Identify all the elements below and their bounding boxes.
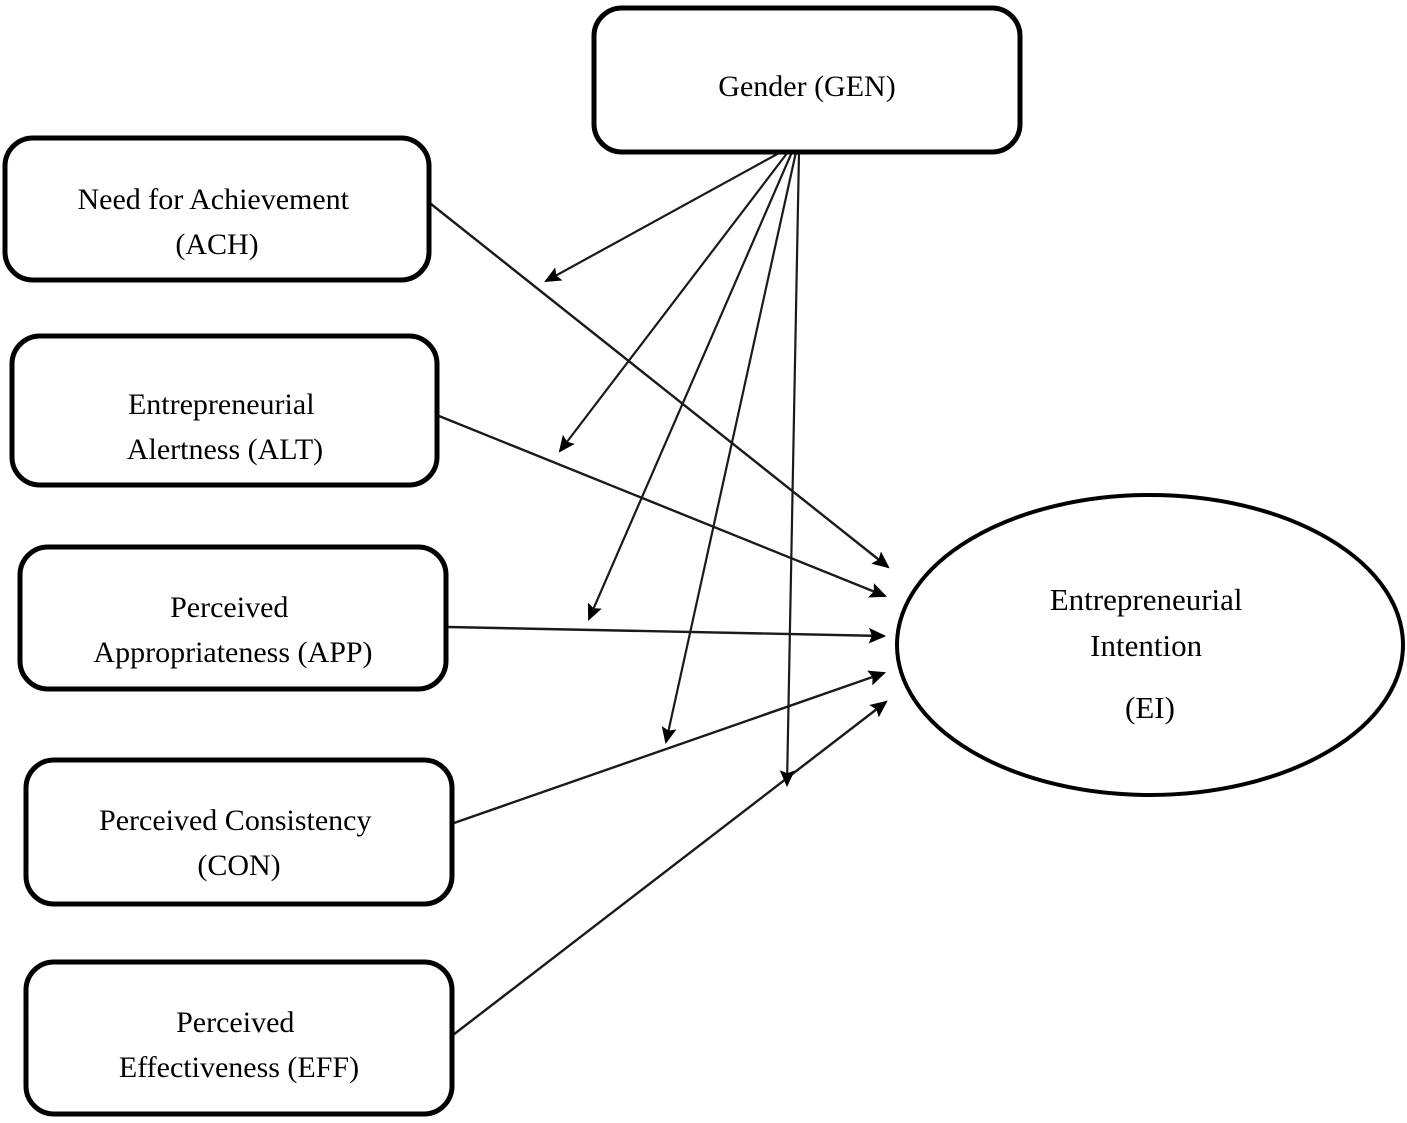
direct-effect-edges — [430, 203, 890, 1036]
node-eff-label-line1: Perceived — [176, 1006, 294, 1039]
node-app-label-line2: Appropriateness (APP) — [93, 636, 372, 669]
node-ach-box[interactable] — [2, 135, 432, 283]
node-ei-label-line3: (EI) — [1125, 690, 1175, 725]
edge-ach-to-ei — [430, 203, 890, 569]
node-eff-box[interactable] — [23, 959, 455, 1117]
node-eff-label: Perceived Effectiveness (EFF) — [119, 1006, 359, 1084]
node-con-label-line1: Perceived Consistency — [99, 804, 371, 837]
node-eff-label-line2: Effectiveness (EFF) — [119, 1051, 359, 1084]
node-con-label-line2: (CON) — [197, 849, 280, 882]
edge-app-to-ei — [447, 625, 887, 644]
node-app-box[interactable] — [17, 544, 449, 692]
node-alt-label-line2: Alertness (ALT) — [127, 433, 323, 466]
edge-eff-to-ei — [452, 700, 888, 1036]
node-ei-label: Entrepreneurial Intention (EI) — [1050, 582, 1251, 725]
edge-gen-to-ach-ei-path — [544, 151, 782, 283]
node-ach-label-line1: Need for Achievement — [77, 183, 349, 216]
node-ach-label-line2: (ACH) — [175, 228, 258, 261]
node-app[interactable]: Perceived Appropriateness (APP) — [17, 544, 449, 692]
moderating-effect-edges — [544, 151, 801, 788]
node-alt-box[interactable] — [9, 333, 440, 488]
node-alt-label: Entrepreneurial Alertness (ALT) — [127, 388, 323, 466]
node-alt[interactable]: Entrepreneurial Alertness (ALT) — [9, 333, 440, 488]
node-ach[interactable]: Need for Achievement (ACH) — [2, 135, 432, 283]
node-app-label-line1: Perceived — [170, 591, 288, 624]
edge-con-to-ei — [453, 670, 887, 825]
edge-alt-to-ei — [438, 414, 888, 598]
node-gender-label: Gender (GEN) — [718, 70, 895, 103]
edge-gen-to-con-ei-path — [661, 151, 798, 745]
node-app-label: Perceived Appropriateness (APP) — [93, 591, 372, 669]
node-alt-label-line1: Entrepreneurial — [128, 388, 315, 421]
node-con[interactable]: Perceived Consistency (CON) — [23, 757, 455, 907]
edge-gen-to-eff-ei-path — [779, 151, 801, 788]
node-ach-label: Need for Achievement (ACH) — [77, 183, 356, 261]
edge-gen-to-app-ei-path — [587, 151, 794, 621]
node-ei-ellipse[interactable] — [895, 493, 1405, 797]
node-eff[interactable]: Perceived Effectiveness (EFF) — [23, 959, 455, 1117]
node-ei-label-line2: Intention — [1090, 628, 1202, 663]
node-gender[interactable]: Gender (GEN) — [591, 5, 1023, 155]
node-gender-box[interactable] — [591, 5, 1023, 155]
node-gender-label-line1: Gender (GEN) — [718, 70, 895, 103]
node-ei[interactable]: Entrepreneurial Intention (EI) — [895, 493, 1405, 797]
edge-gen-to-alt-ei-path — [558, 151, 789, 453]
node-con-box[interactable] — [23, 757, 455, 907]
node-ei-label-line1: Entrepreneurial — [1050, 582, 1243, 617]
node-con-label: Perceived Consistency (CON) — [99, 804, 379, 882]
